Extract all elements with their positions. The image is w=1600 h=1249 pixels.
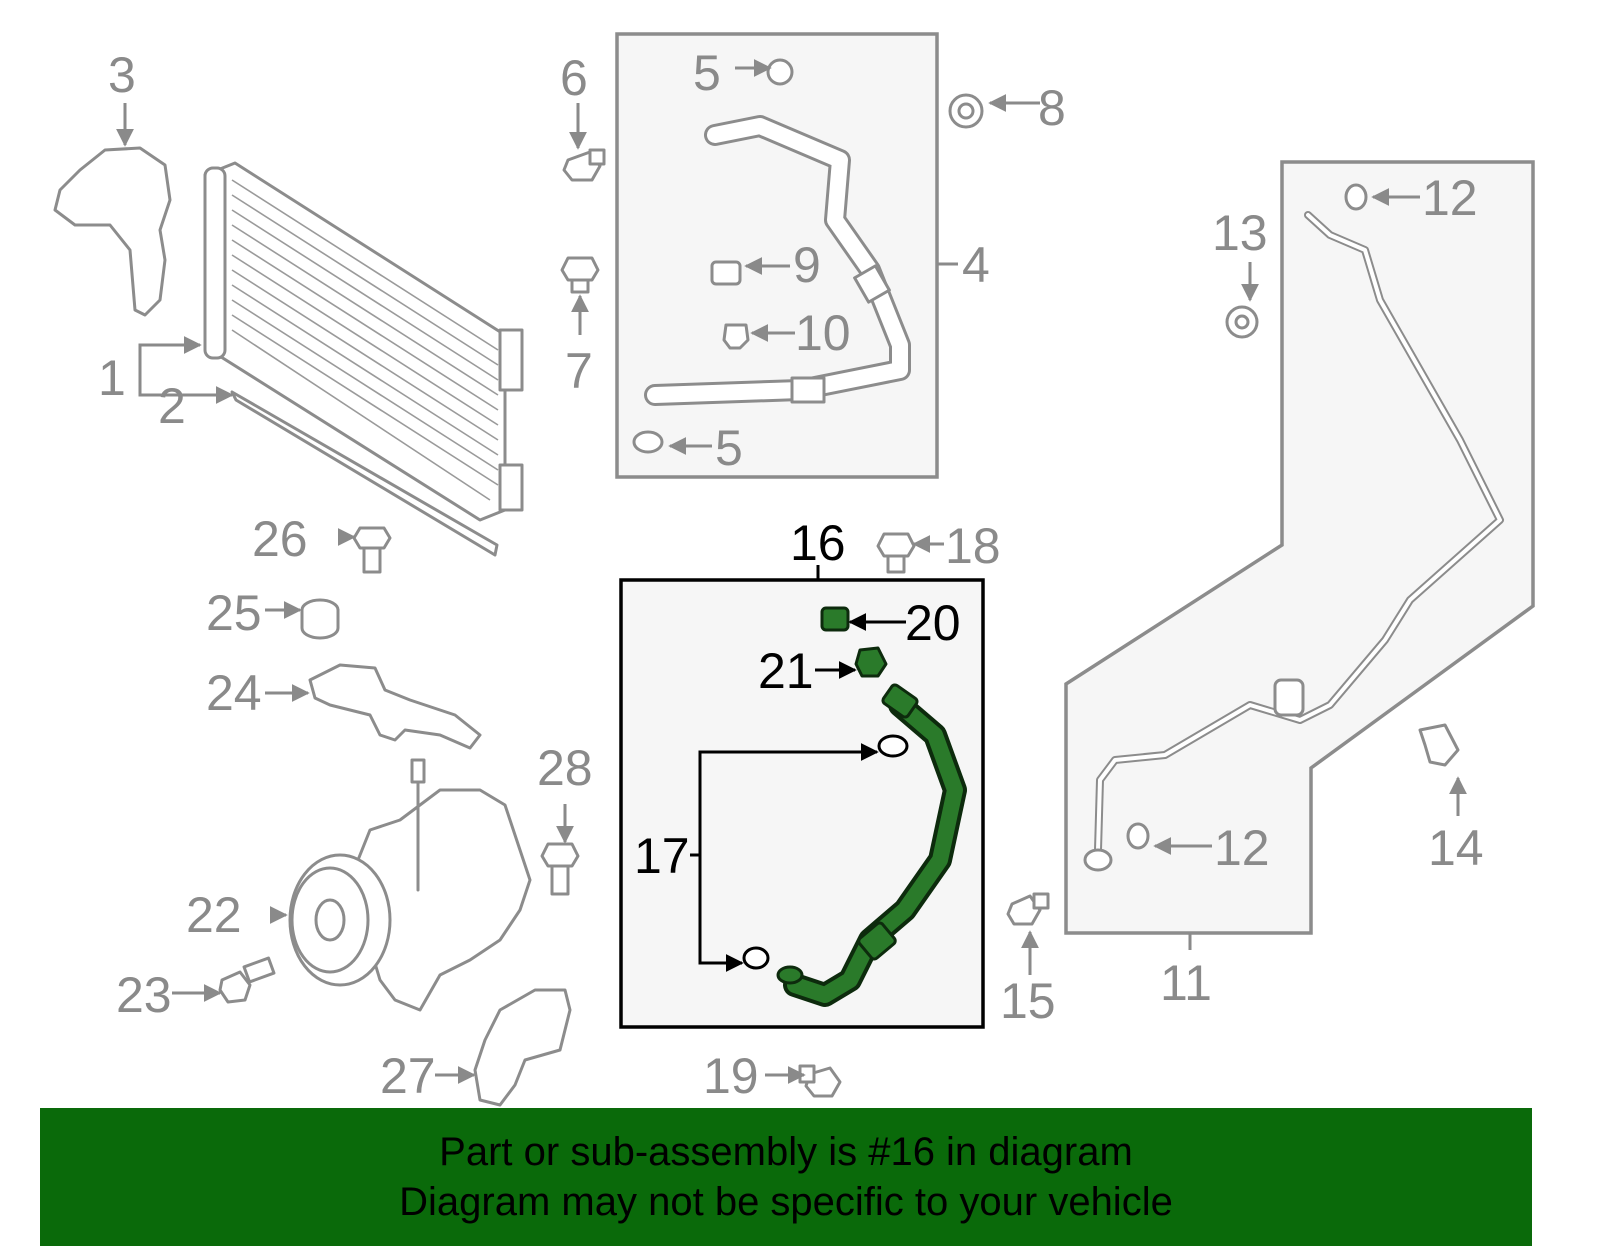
part-27-bracket[interactable] [473,988,572,1107]
part-17-oring-bottom[interactable] [742,946,770,970]
label-13: 13 [1212,205,1268,261]
part-20-cap[interactable] [820,606,850,632]
label-1: 1 [98,350,126,406]
part-6-bolt[interactable] [562,148,606,182]
part-5-oring-bottom[interactable] [632,430,664,454]
label-20: 20 [905,595,961,651]
part-13-clip[interactable] [1225,305,1259,339]
info-banner: Part or sub-assembly is #16 in diagram D… [40,1108,1532,1246]
label-2: 2 [158,378,186,434]
label-15: 15 [1000,973,1056,1029]
part-18-bolt[interactable] [876,532,916,574]
label-24: 24 [206,665,262,721]
label-17: 17 [634,828,690,884]
part-10-valve[interactable] [722,323,750,350]
label-19: 19 [703,1048,759,1104]
group-box-11 [1064,160,1535,935]
label-28: 28 [537,740,593,796]
part-15-bolt[interactable] [1006,892,1050,926]
label-12-top: 12 [1422,170,1478,226]
label-14: 14 [1428,820,1484,876]
label-18: 18 [945,518,1001,574]
label-7: 7 [565,343,593,399]
group-box-4 [615,32,939,479]
part-16-hose-assembly[interactable] [776,683,967,1007]
label-25: 25 [206,585,262,641]
label-5-top: 5 [693,45,721,101]
part-4-pipe[interactable] [644,115,911,406]
part-21-cap[interactable] [854,646,888,678]
part-22-compressor[interactable] [288,758,532,1012]
group-box-16 [619,578,985,1029]
label-5-bottom: 5 [715,420,743,476]
part-17-oring-top[interactable] [877,734,909,758]
label-3: 3 [108,47,136,103]
part-11-pipe[interactable] [1083,211,1504,872]
part-24-bracket[interactable] [308,663,482,750]
part-5-oring-top[interactable] [766,58,794,86]
banner-line-1: Part or sub-assembly is #16 in diagram [439,1130,1133,1174]
part-8-nut[interactable] [948,93,984,129]
part-28-bolt[interactable] [540,842,580,896]
part-7-bolt[interactable] [560,256,600,294]
leader-lines [116,59,1467,1084]
part-9-cap[interactable] [710,260,742,286]
part-12-oring-bottom[interactable] [1126,822,1150,850]
label-4: 4 [962,237,990,293]
label-10: 10 [795,305,851,361]
label-16: 16 [790,515,846,571]
part-2-seal-strip[interactable] [230,390,499,557]
part-1-condenser[interactable] [203,161,524,522]
callout-labels: 3 1 2 6 7 5 8 9 4 10 5 12 13 12 14 15 11… [98,45,1484,1104]
banner-line-2: Diagram may not be specific to your vehi… [399,1180,1173,1224]
part-19-bolt[interactable] [798,1064,842,1098]
part-23-bolt[interactable] [218,956,276,1004]
label-21: 21 [758,643,814,699]
label-23: 23 [116,967,172,1023]
label-8: 8 [1038,80,1066,136]
part-25-grommet[interactable] [300,598,340,640]
label-12-bottom: 12 [1214,820,1270,876]
label-9: 9 [793,237,821,293]
label-11: 11 [1160,955,1212,1011]
part-14-clip[interactable] [1418,723,1460,767]
part-12-oring-top[interactable] [1344,183,1368,211]
part-3-shroud[interactable] [53,146,172,317]
label-22: 22 [186,887,242,943]
label-26: 26 [252,511,308,567]
label-6: 6 [560,50,588,106]
part-26-bolt[interactable] [352,526,392,574]
label-27: 27 [380,1048,436,1104]
